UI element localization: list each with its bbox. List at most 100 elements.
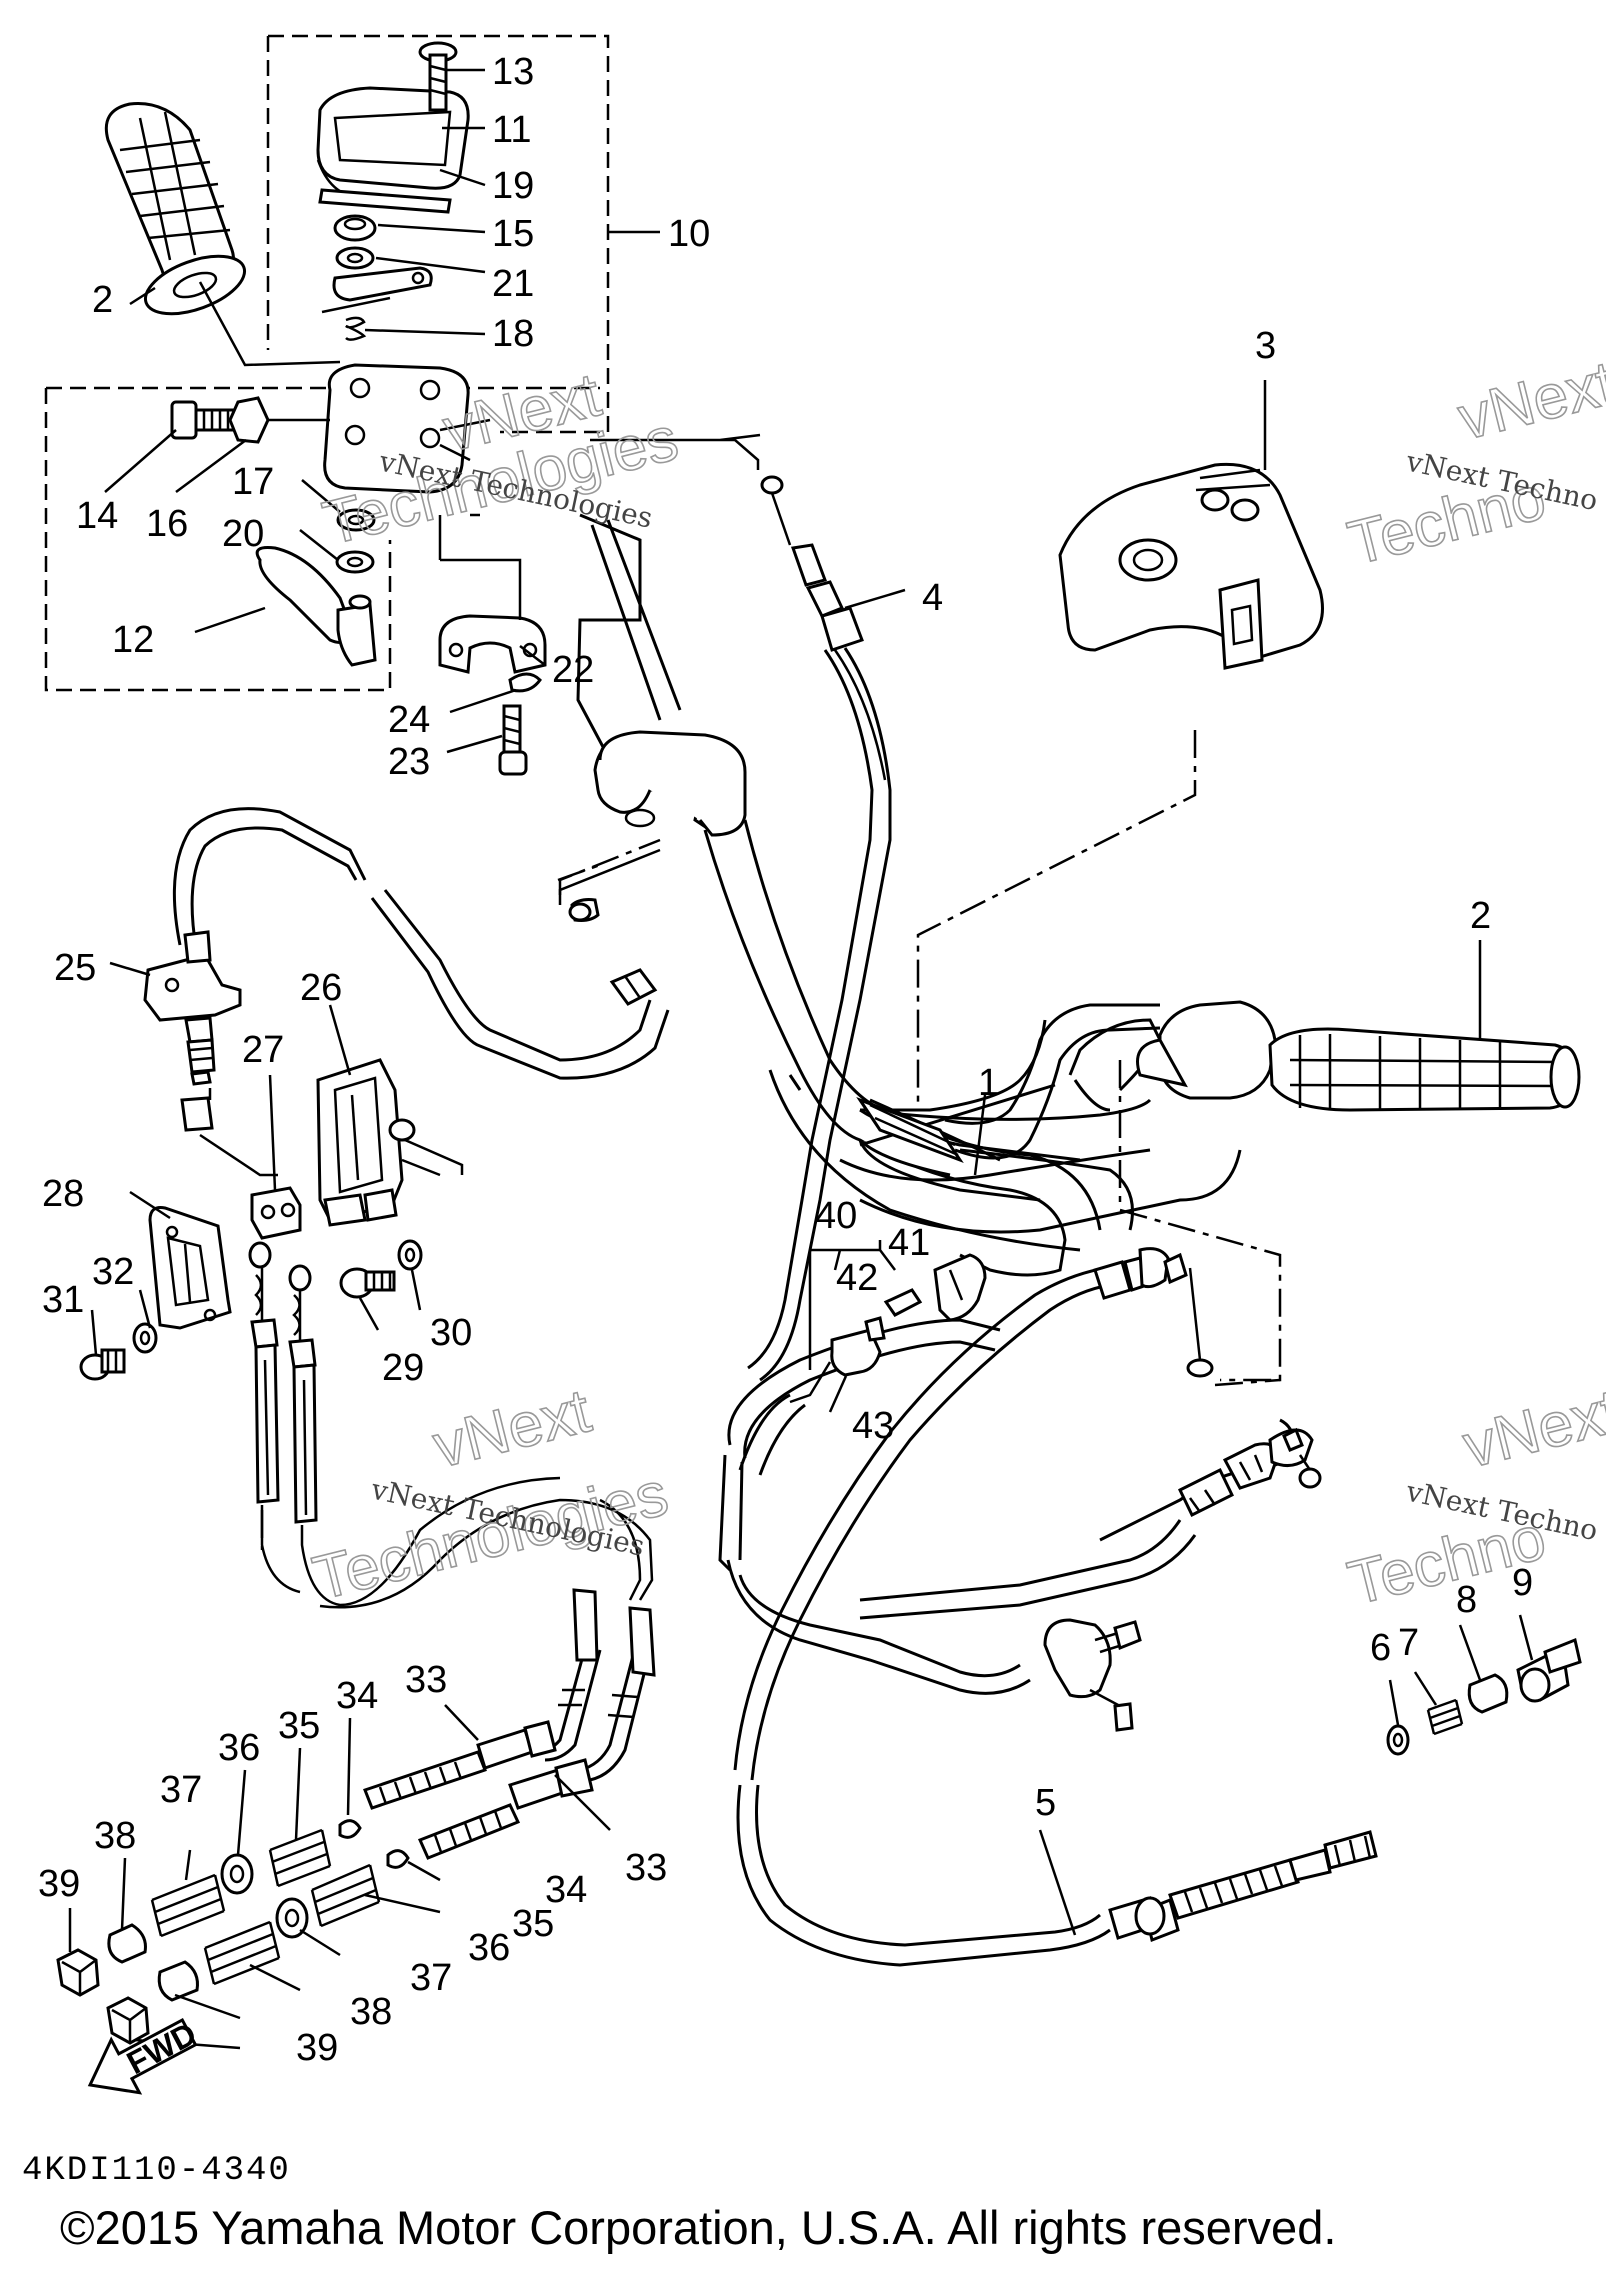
callout-13: 13	[492, 51, 534, 93]
washer-6	[1386, 1724, 1410, 1756]
callout-34: 34	[545, 1869, 587, 1911]
callout-40: 40	[815, 1195, 857, 1237]
svg-text:vNext: vNext	[1452, 348, 1606, 453]
nut-9	[1516, 1637, 1582, 1703]
watermark-middle-left: vNext Technologies vNext Technologies	[306, 1375, 675, 1614]
svg-text:vNext: vNext	[427, 1376, 597, 1481]
spring-35-lower	[310, 1863, 381, 1928]
dual-cables	[248, 1241, 654, 1609]
washer-36-upper	[220, 1853, 254, 1895]
callout-5: 5	[1035, 1782, 1056, 1824]
adjuster-assembly	[1178, 1427, 1322, 1518]
callout-37: 37	[410, 1957, 452, 1999]
screw-23	[498, 704, 528, 776]
cable-adjuster-top	[557, 838, 661, 1006]
callout-16: 16	[146, 503, 188, 545]
callout-36: 36	[468, 1927, 510, 1969]
callout-34: 34	[336, 1675, 378, 1717]
callout-27: 27	[242, 1029, 284, 1071]
callout-37: 37	[160, 1769, 202, 1811]
callout-42: 42	[836, 1257, 878, 1299]
nut-15	[333, 214, 377, 242]
callout-1: 1	[978, 1062, 999, 1104]
bolt-29	[339, 1267, 396, 1299]
callout-9: 9	[1512, 1562, 1533, 1604]
nut-39-lower	[106, 1996, 150, 2045]
callout-10: 10	[668, 213, 710, 255]
collar-38-upper	[107, 1923, 147, 1964]
washer-36-lower	[275, 1897, 309, 1939]
callout-14: 14	[76, 495, 118, 537]
callout-31: 31	[42, 1279, 84, 1321]
callout-33: 33	[405, 1659, 447, 1701]
clip-34-lower	[386, 1849, 410, 1869]
throttle-lever	[255, 546, 377, 667]
washer-24	[508, 672, 542, 693]
pin-42	[883, 1288, 923, 1317]
callout-18: 18	[492, 313, 534, 355]
callout-20: 20	[222, 513, 264, 555]
cable-33-lower	[579, 1606, 656, 1782]
cable-joint-27	[250, 1186, 302, 1240]
assembly-12-box	[44, 386, 600, 692]
spring-37-upper	[150, 1873, 226, 1938]
right-switch-housing	[1058, 462, 1324, 670]
threaded-end-upper	[363, 1720, 557, 1810]
spring-35-upper	[268, 1828, 332, 1888]
handlebar-right	[856, 1003, 1161, 1164]
diagram-code: 4KDI110-4340	[22, 2152, 291, 2190]
assembly-10-box	[266, 34, 610, 434]
callout-3: 3	[1255, 325, 1276, 367]
callout-23: 23	[388, 741, 430, 783]
callout-4: 4	[922, 577, 943, 619]
throttle-block-25	[143, 930, 242, 1132]
bolt-14	[170, 400, 240, 440]
copyright-notice: ©2015 Yamaha Motor Corporation, U.S.A. A…	[60, 2201, 1337, 2254]
switch-41	[933, 1253, 987, 1322]
washer-21	[335, 246, 375, 270]
callout-35: 35	[512, 1903, 554, 1945]
collar-8	[1467, 1673, 1509, 1714]
switch-base	[323, 363, 491, 494]
callout-38: 38	[350, 1991, 392, 2033]
clamp-22	[438, 614, 547, 674]
callout-28: 28	[42, 1173, 84, 1215]
switch-43	[738, 1316, 886, 1476]
spring-7	[1426, 1698, 1464, 1736]
leader-lines	[68, 68, 1534, 2050]
bracket-26	[316, 1058, 416, 1227]
callout-7: 7	[1398, 1622, 1419, 1664]
callout-39: 39	[38, 1863, 80, 1905]
callout-29: 29	[382, 1347, 424, 1389]
callout-2: 2	[92, 279, 113, 321]
clip-34-upper	[338, 1819, 362, 1839]
collar-38-lower	[157, 1960, 199, 2002]
callout-22: 22	[552, 649, 594, 691]
callout-39: 39	[296, 2027, 338, 2069]
callout-36: 36	[218, 1727, 260, 1769]
washer-20	[335, 550, 375, 574]
spring-18	[345, 316, 367, 341]
callout-35: 35	[278, 1705, 320, 1747]
washer-30	[397, 1239, 423, 1271]
throttle-cable-housing	[598, 730, 747, 837]
washer-32	[132, 1322, 158, 1354]
washer-17	[336, 508, 376, 532]
switch-cover-top	[316, 86, 470, 202]
callout-8: 8	[1456, 1579, 1477, 1621]
cable-fitting	[1043, 1618, 1142, 1732]
spring-37-lower	[203, 1920, 281, 1986]
callout-33: 33	[625, 1847, 667, 1889]
callout-17: 17	[232, 461, 274, 503]
callout-12: 12	[112, 619, 154, 661]
callout-38: 38	[94, 1815, 136, 1857]
callout-21: 21	[492, 263, 534, 305]
contact-plate	[321, 266, 433, 314]
switch-cover-gasket	[318, 188, 452, 214]
left-grip	[104, 102, 247, 316]
callout-32: 32	[92, 1251, 134, 1293]
callout-24: 24	[388, 699, 430, 741]
svg-text:vNext: vNext	[1457, 1376, 1606, 1481]
